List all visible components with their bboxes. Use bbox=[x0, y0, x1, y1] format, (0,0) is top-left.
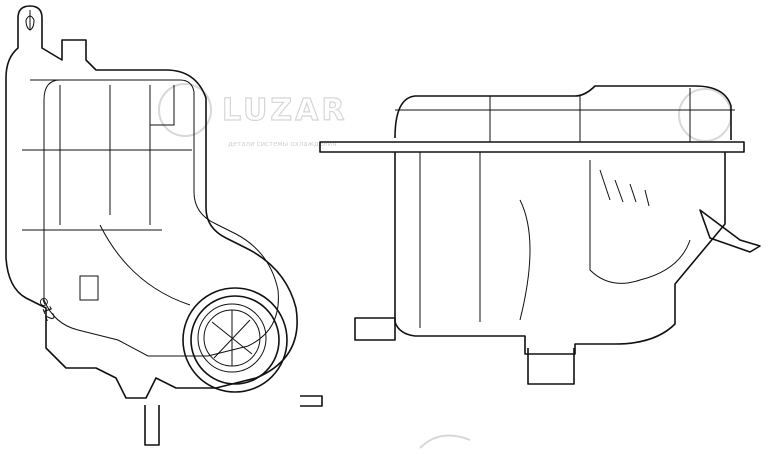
filler-cap bbox=[182, 287, 288, 393]
part-marking: ⊖12 bbox=[36, 295, 58, 324]
watermark-brand: LUZAR bbox=[222, 93, 347, 128]
watermark-logo: LUZAR детали системы охлаждения bbox=[158, 83, 732, 449]
tank-side-view bbox=[319, 85, 761, 385]
tank-top-view: ⊖12 bbox=[5, 5, 323, 446]
watermark-tagline: детали системы охлаждения bbox=[228, 140, 336, 148]
